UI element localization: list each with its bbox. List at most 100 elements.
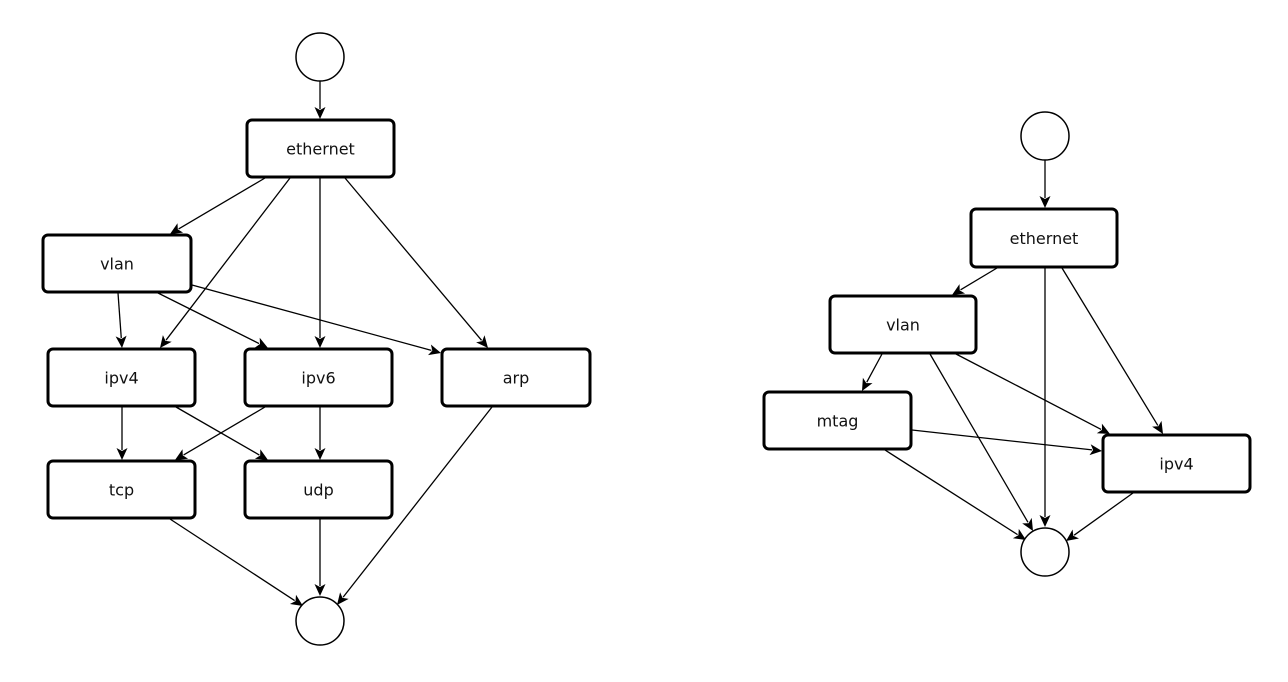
node-ipv6: ipv6 <box>243 347 394 408</box>
right-parse-graph: ethernet vlan mtag ipv4 <box>762 111 1252 577</box>
edge-ipv4-to-end <box>1066 492 1134 541</box>
edge-line <box>884 449 1018 536</box>
edge-line <box>1073 492 1134 536</box>
edge-line <box>117 292 122 339</box>
arrowhead <box>314 448 326 460</box>
edge-ipv6-to-udp <box>314 407 326 460</box>
node-label: tcp <box>109 481 134 500</box>
node-box <box>440 347 592 408</box>
arrowhead <box>1022 517 1033 531</box>
node-box <box>46 459 197 520</box>
node-label: arp <box>503 369 530 388</box>
node-ipv4: ipv4 <box>46 347 197 408</box>
node-label: ethernet <box>1010 229 1079 248</box>
arrowhead <box>1039 196 1051 208</box>
arrowhead <box>254 449 268 460</box>
edge-mtag-to-ipv4 <box>911 429 1102 456</box>
arrowhead <box>175 449 189 460</box>
node-ethernet: ethernet <box>245 118 396 179</box>
edge-ethernet-to-ipv4 <box>160 177 291 348</box>
edge-line <box>911 429 1093 451</box>
edge-ethernet-to-arp <box>344 177 488 348</box>
edge-ethernet-to-end <box>1039 268 1051 527</box>
arrowhead <box>254 337 268 348</box>
edge-ethernet-to-vlan <box>952 267 998 295</box>
node-box <box>243 459 394 520</box>
nodes: ethernet vlan ipv4 ipv6 arp tcp udp <box>41 32 592 646</box>
edge-line <box>866 353 883 383</box>
edge-line <box>178 177 266 230</box>
node-label: ipv4 <box>1159 455 1193 474</box>
edge-udp-to-end <box>314 519 326 596</box>
arrowhead <box>1089 444 1102 456</box>
nodes: ethernet vlan mtag ipv4 <box>762 111 1252 577</box>
node-label: ethernet <box>286 140 355 159</box>
node-vlan: vlan <box>41 233 193 294</box>
edge-line <box>342 406 493 598</box>
edge-mtag-to-end <box>884 449 1026 540</box>
arrowhead <box>1152 420 1163 434</box>
node-box <box>41 233 193 294</box>
edge-line <box>157 292 260 345</box>
edge-line <box>955 353 1102 430</box>
arrowhead <box>116 448 128 460</box>
edge-arp-to-end <box>337 406 493 605</box>
edge-line <box>1061 267 1159 426</box>
arrowhead <box>115 335 127 348</box>
node-label: mtag <box>817 412 859 431</box>
arrowhead <box>1096 423 1110 434</box>
edge-tcp-to-end <box>169 518 303 606</box>
arrowhead <box>314 107 326 119</box>
edge-ipv6-to-tcp <box>175 406 266 460</box>
arrowhead <box>428 344 441 356</box>
edge-line <box>191 284 432 351</box>
node-box <box>762 390 913 451</box>
node-mtag: mtag <box>762 390 913 451</box>
node-start-circle <box>1020 111 1070 161</box>
edge-line <box>175 406 260 456</box>
arrowhead <box>1039 515 1051 527</box>
node-box <box>969 207 1119 269</box>
arrowhead <box>862 377 873 391</box>
arrowhead <box>170 223 184 234</box>
edge-ethernet-to-ipv4 <box>1061 267 1163 434</box>
edge-vlan-to-ipv4 <box>115 292 127 348</box>
edge-vlan-to-ipv4 <box>955 353 1110 434</box>
node-box <box>245 118 396 179</box>
node-box <box>828 294 978 355</box>
node-vlan: vlan <box>828 294 978 355</box>
edge-line <box>169 518 295 602</box>
arrowhead <box>160 335 172 348</box>
arrowhead <box>314 336 326 348</box>
edge-vlan-to-ipv6 <box>157 292 268 348</box>
edge-vlan-to-mtag <box>862 353 883 391</box>
edge-line <box>183 406 266 456</box>
edge-ipv4-to-udp <box>175 406 268 460</box>
edge-start-to-ethernet <box>314 81 326 119</box>
arrowhead <box>952 284 966 295</box>
arrowhead <box>476 335 488 348</box>
node-udp: udp <box>243 459 394 520</box>
arrowhead <box>1066 529 1079 541</box>
node-box <box>1101 433 1252 494</box>
arrowhead <box>289 594 303 606</box>
node-ipv4: ipv4 <box>1101 433 1252 494</box>
node-arp: arp <box>440 347 592 408</box>
edge-start-to-ethernet <box>1039 160 1051 208</box>
left-parse-graph: ethernet vlan ipv4 ipv6 arp tcp udp <box>41 32 592 646</box>
node-label: vlan <box>100 255 134 274</box>
edge-ethernet-to-ipv6 <box>314 178 326 348</box>
edge-line <box>960 267 998 291</box>
arrowhead <box>337 592 349 605</box>
node-box <box>243 347 394 408</box>
edges <box>115 81 493 606</box>
edge-line <box>344 177 483 341</box>
edge-ethernet-to-vlan <box>170 177 266 234</box>
node-end-circle <box>1020 527 1070 577</box>
node-start-circle <box>295 32 345 82</box>
arrowhead <box>314 584 326 596</box>
arrowhead <box>1012 528 1026 540</box>
node-label: ipv6 <box>301 369 335 388</box>
